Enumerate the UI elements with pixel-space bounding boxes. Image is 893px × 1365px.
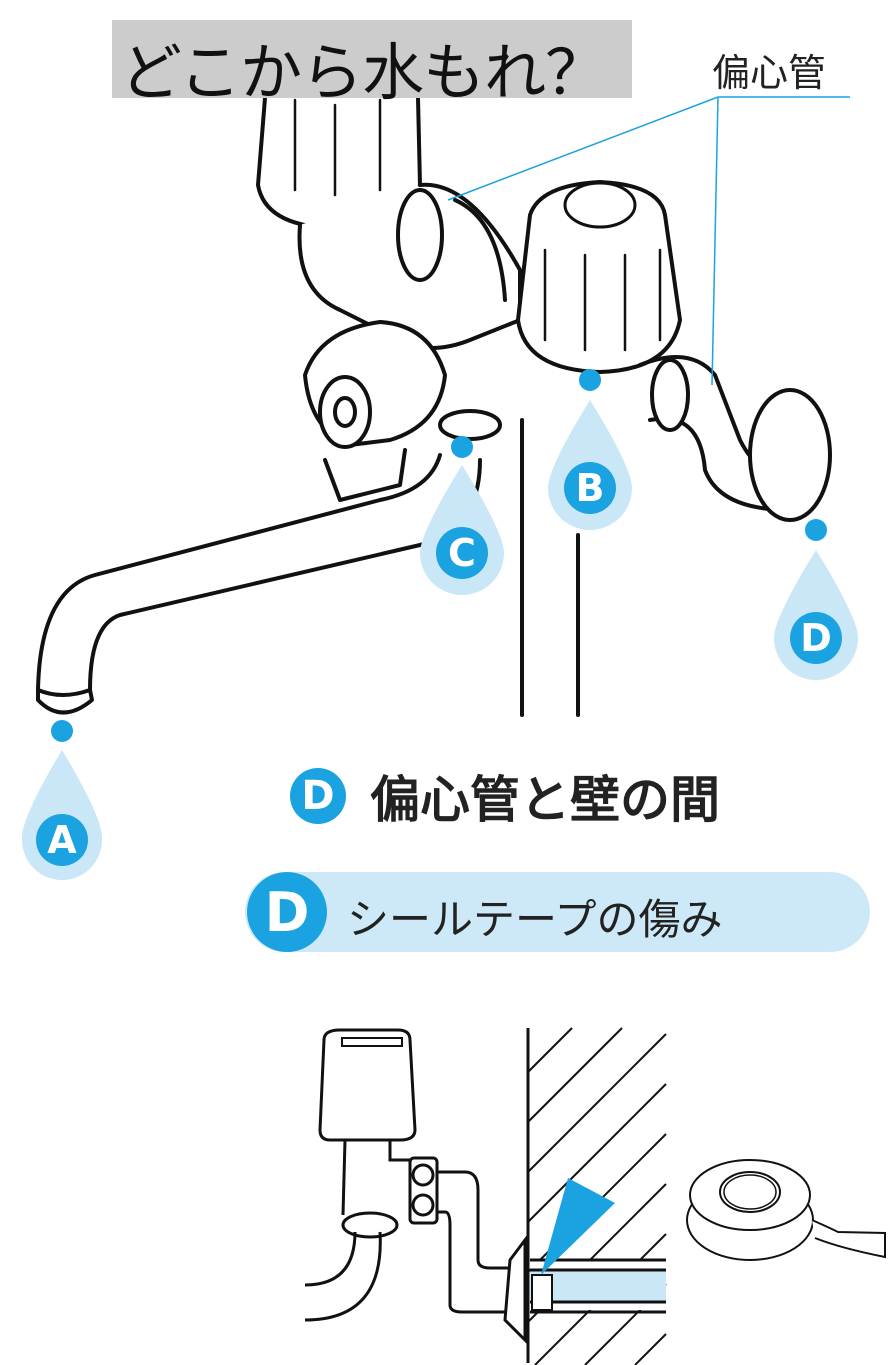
heading-badge: D: [290, 768, 346, 824]
cause-badge: D: [247, 872, 327, 952]
leak-location-heading: D 偏心管と壁の間: [290, 760, 720, 832]
page-title: どこから水もれ？: [120, 36, 607, 109]
wall-detail-diagram: [304, 1027, 886, 1365]
cause-pill: D シールテープの傷み: [245, 872, 870, 952]
title-banner: どこから水もれ？: [112, 20, 632, 109]
drop-label-a: A: [36, 814, 88, 866]
leak-pointer: [541, 1178, 615, 1275]
cause-text: シールテープの傷み: [347, 895, 723, 944]
drop-label-c: C: [436, 527, 488, 579]
drop-label-b: B: [564, 462, 616, 514]
eccentric-pipe-label: 偏心管: [712, 51, 827, 95]
drop-label-d: D: [790, 612, 842, 664]
heading-text: 偏心管と壁の間: [370, 771, 720, 829]
